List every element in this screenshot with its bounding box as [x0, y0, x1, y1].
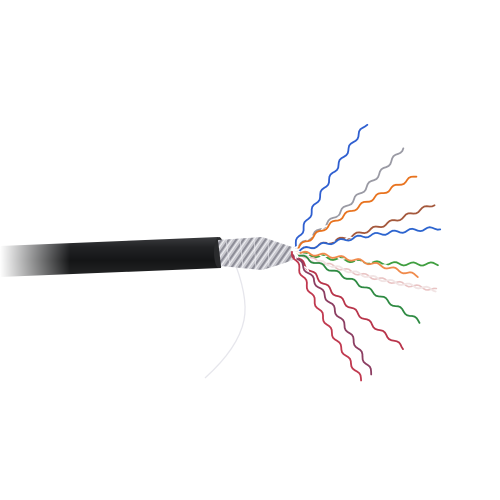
- wire-blue: [291, 226, 442, 254]
- wire-orange: [291, 250, 419, 278]
- wire-purple: [291, 251, 373, 376]
- wire-orange: [291, 175, 418, 253]
- wire-white-stripe: [291, 250, 438, 291]
- wire-blue: [291, 123, 369, 253]
- drain-wire: [204, 255, 246, 379]
- foil-shield: [218, 237, 298, 270]
- wire-red-stripe: [291, 251, 406, 348]
- cable-jacket: [0, 237, 224, 282]
- wire-purple-stripe: [291, 251, 374, 375]
- wire-orange-stripe: [291, 249, 419, 277]
- wire-green: [291, 251, 421, 324]
- wire-red: [290, 251, 362, 382]
- wire-green-stripe: [291, 251, 422, 322]
- twisted-pairs: [290, 122, 442, 382]
- wire-blue-stripe: [291, 122, 366, 253]
- wire-blue-stripe: [291, 225, 441, 253]
